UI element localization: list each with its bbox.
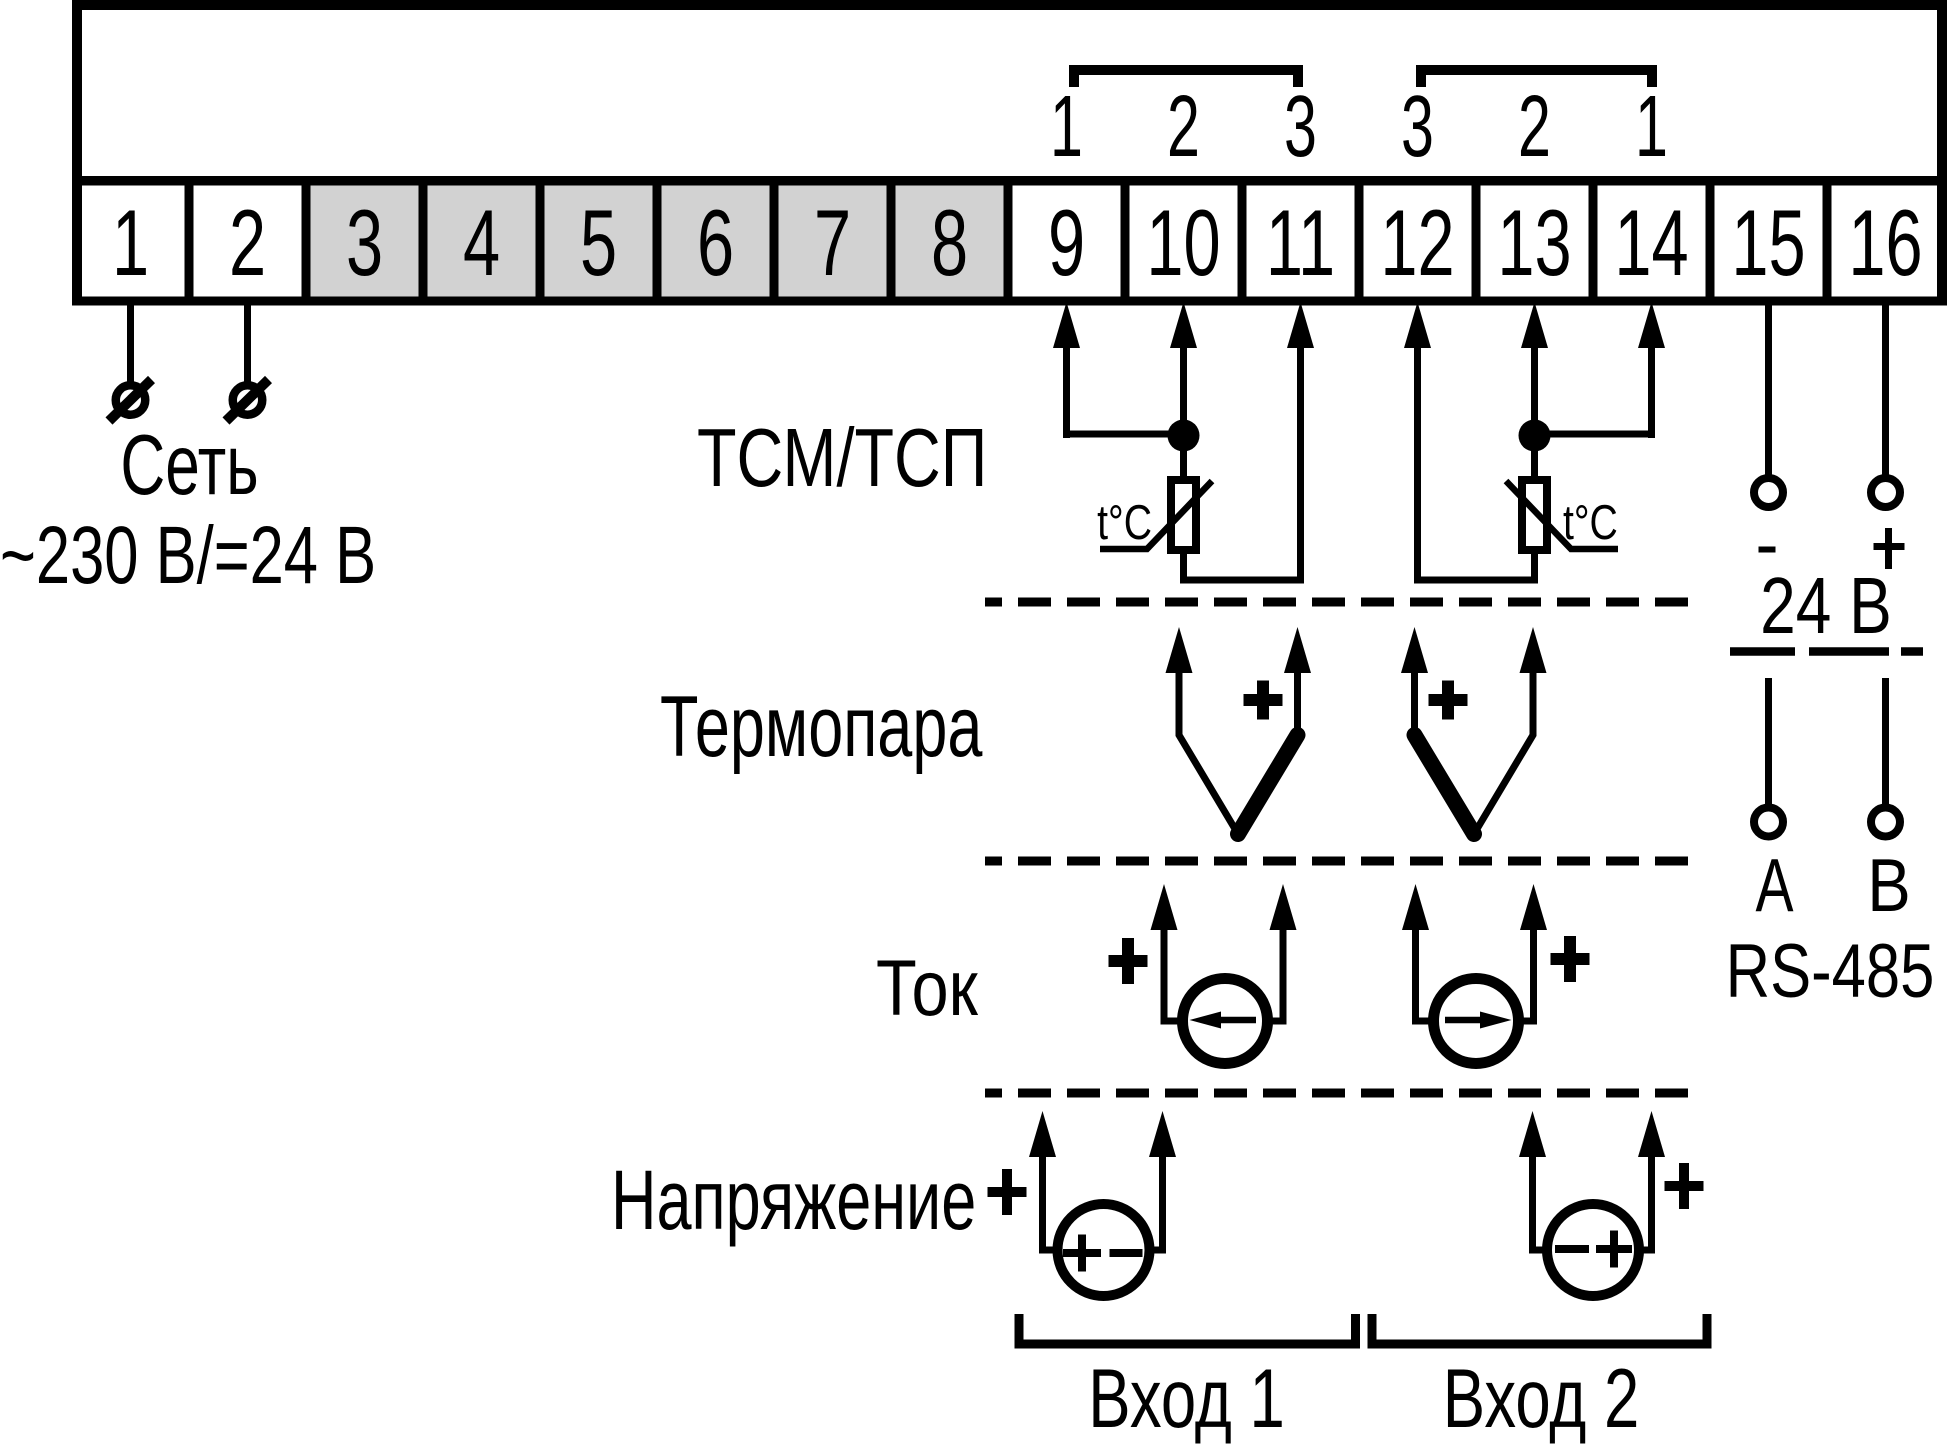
svg-text:1: 1 xyxy=(112,191,149,296)
svg-text:Вход 2: Вход 2 xyxy=(1443,1352,1639,1445)
svg-text:RS-485: RS-485 xyxy=(1726,928,1935,1014)
svg-text:14: 14 xyxy=(1614,191,1688,296)
svg-text:3: 3 xyxy=(346,191,383,296)
svg-text:1: 1 xyxy=(1635,78,1668,175)
svg-text:7: 7 xyxy=(814,191,851,296)
svg-text:5: 5 xyxy=(580,191,617,296)
svg-text:13: 13 xyxy=(1497,191,1571,296)
svg-text:t°C: t°C xyxy=(1563,496,1618,550)
svg-text:A: A xyxy=(1755,845,1794,928)
svg-text:4: 4 xyxy=(463,191,500,296)
svg-text:12: 12 xyxy=(1380,191,1454,296)
svg-text:Термопара: Термопара xyxy=(660,678,982,774)
svg-text:9: 9 xyxy=(1048,191,1085,296)
svg-text:~230 В/=24 В: ~230 В/=24 В xyxy=(0,509,376,601)
svg-text:24 В: 24 В xyxy=(1760,561,1892,650)
svg-text:1: 1 xyxy=(1050,78,1083,175)
svg-text:B: B xyxy=(1867,843,1911,927)
svg-text:Вход 1: Вход 1 xyxy=(1088,1352,1284,1445)
svg-text:2: 2 xyxy=(229,191,266,296)
svg-text:8: 8 xyxy=(931,191,968,296)
svg-text:2: 2 xyxy=(1518,78,1551,175)
svg-text:10: 10 xyxy=(1146,191,1220,296)
svg-text:3: 3 xyxy=(1401,78,1434,175)
svg-text:6: 6 xyxy=(697,191,734,296)
svg-text:16: 16 xyxy=(1848,191,1922,296)
svg-text:Ток: Ток xyxy=(876,945,979,1032)
svg-text:Напряжение: Напряжение xyxy=(611,1153,976,1247)
svg-text:ТСМ/ТСП: ТСМ/ТСП xyxy=(697,411,987,504)
svg-text:3: 3 xyxy=(1284,78,1317,175)
svg-text:t°C: t°C xyxy=(1097,496,1152,550)
svg-text:11: 11 xyxy=(1266,191,1335,296)
svg-text:15: 15 xyxy=(1731,191,1805,296)
svg-text:Сеть: Сеть xyxy=(120,416,258,512)
svg-text:2: 2 xyxy=(1167,78,1200,175)
